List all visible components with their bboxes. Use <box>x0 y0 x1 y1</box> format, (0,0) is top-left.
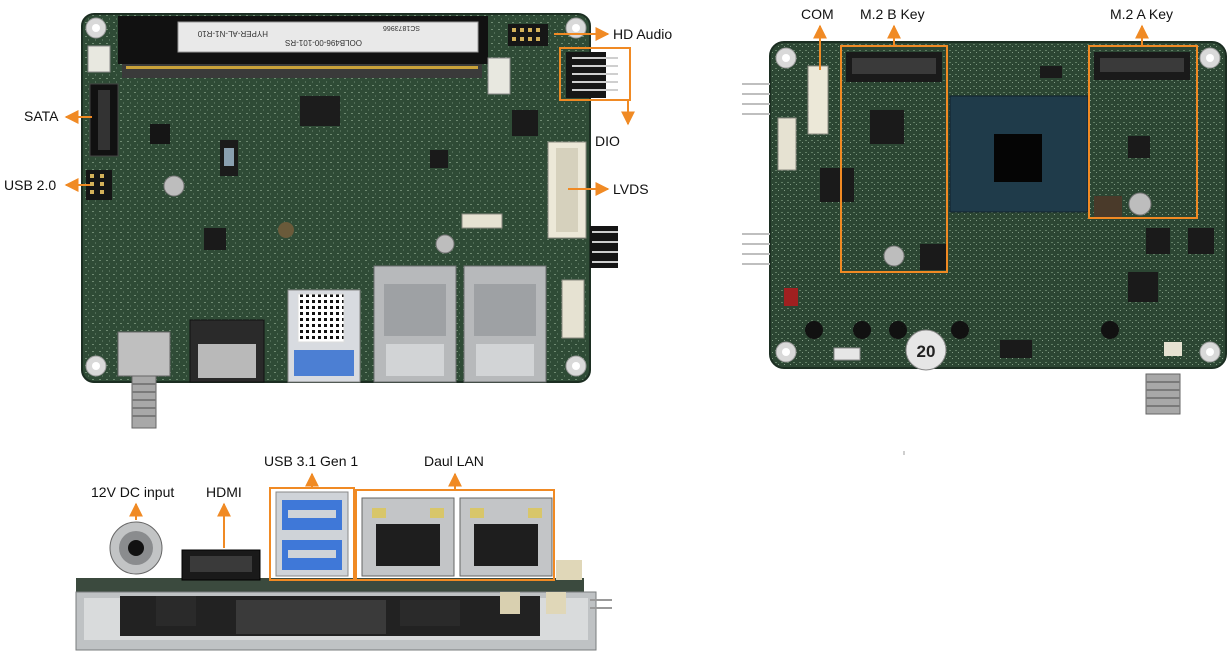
hd-audio-header <box>508 24 548 46</box>
com-label: COM <box>801 6 834 22</box>
board-bottom-view: 20 <box>742 41 1227 415</box>
dio-label: DIO <box>595 133 620 149</box>
dc-input-label: 12V DC input <box>91 484 175 500</box>
dc-jack-top <box>117 331 171 377</box>
sodimm-silkscreen-1: HYPER-AL-N1-R10 <box>197 29 268 38</box>
board-top-view: HYPER-AL-N1-R10 OOLB496-00-101-RS SC1873… <box>81 13 618 429</box>
hd-audio-label: HD Audio <box>613 26 673 42</box>
bottom-view-callouts <box>813 24 1198 273</box>
board-io-side-view <box>75 491 612 651</box>
com-connector <box>807 65 829 135</box>
lan-label: Daul LAN <box>424 453 484 469</box>
dio-highlight-box <box>559 47 631 101</box>
usb31-label: USB 3.1 Gen 1 <box>264 453 359 469</box>
recycle-badge-text: 20 <box>917 342 936 361</box>
hdmi-label: HDMI <box>206 484 242 500</box>
lvds-label: LVDS <box>613 181 649 197</box>
sodimm-silkscreen-3: SC1873966 <box>383 24 420 31</box>
recycle-badge <box>905 329 947 371</box>
m2-a-key-label: M.2 A Key <box>1110 6 1174 22</box>
io-view-callouts <box>129 472 555 581</box>
sata-label: SATA <box>24 108 59 124</box>
qr-label <box>297 293 345 343</box>
usb2-label: USB 2.0 <box>4 177 57 193</box>
top-view-callouts <box>64 27 635 196</box>
sodimm-silkscreen-2: OOLB496-00-101-RS <box>285 38 362 47</box>
m2-b-key-label: M.2 B Key <box>860 6 925 22</box>
